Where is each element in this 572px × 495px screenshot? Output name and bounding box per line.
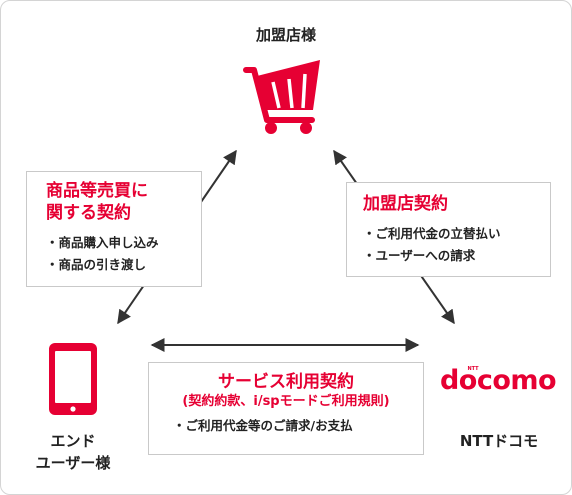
docomo-logo-small-text: NTT	[467, 366, 479, 372]
docomo-label: NTTドコモ	[459, 432, 539, 450]
end-user-label-line-1: エンド	[50, 432, 96, 450]
sales-contract-title-line-2: 関する契約	[46, 203, 131, 223]
service-contract-box: サービス利用契約 (契約約款、i/spモードご利用規則) ご利用代金等のご請求/…	[148, 362, 424, 455]
sales-contract-box: 商品等売買に 関する契約 商品購入申し込み 商品の引き渡し	[26, 171, 202, 287]
service-contract-title: サービス利用契約	[218, 372, 354, 392]
merchant-contract-title: 加盟店契約	[363, 194, 448, 214]
service-contract-subtitle: (契約約款、i/spモードご利用規則)	[182, 394, 390, 409]
sales-contract-bullet: 商品の引き渡し	[46, 254, 201, 276]
docomo-logo-text: docomo	[440, 365, 556, 396]
shopping-cart-icon	[243, 60, 320, 134]
sales-contract-bullet: 商品購入申し込み	[46, 232, 201, 254]
service-contract-bullet: ご利用代金等のご請求/お支払	[149, 415, 423, 437]
merchant-contract-bullet: ユーザーへの請求	[363, 245, 550, 267]
merchant-label: 加盟店様	[255, 26, 316, 44]
merchant-contract-box: 加盟店契約 ご利用代金の立替払い ユーザーへの請求	[346, 182, 551, 277]
end-user-label: エンド ユーザー様	[18, 430, 128, 474]
docomo-logo: docomo NTT	[440, 365, 557, 396]
sales-contract-title-line-1: 商品等売買に	[46, 181, 148, 201]
merchant-contract-bullet: ご利用代金の立替払い	[363, 223, 550, 245]
smartphone-icon	[49, 343, 97, 415]
end-user-label-line-2: ユーザー様	[35, 454, 111, 472]
